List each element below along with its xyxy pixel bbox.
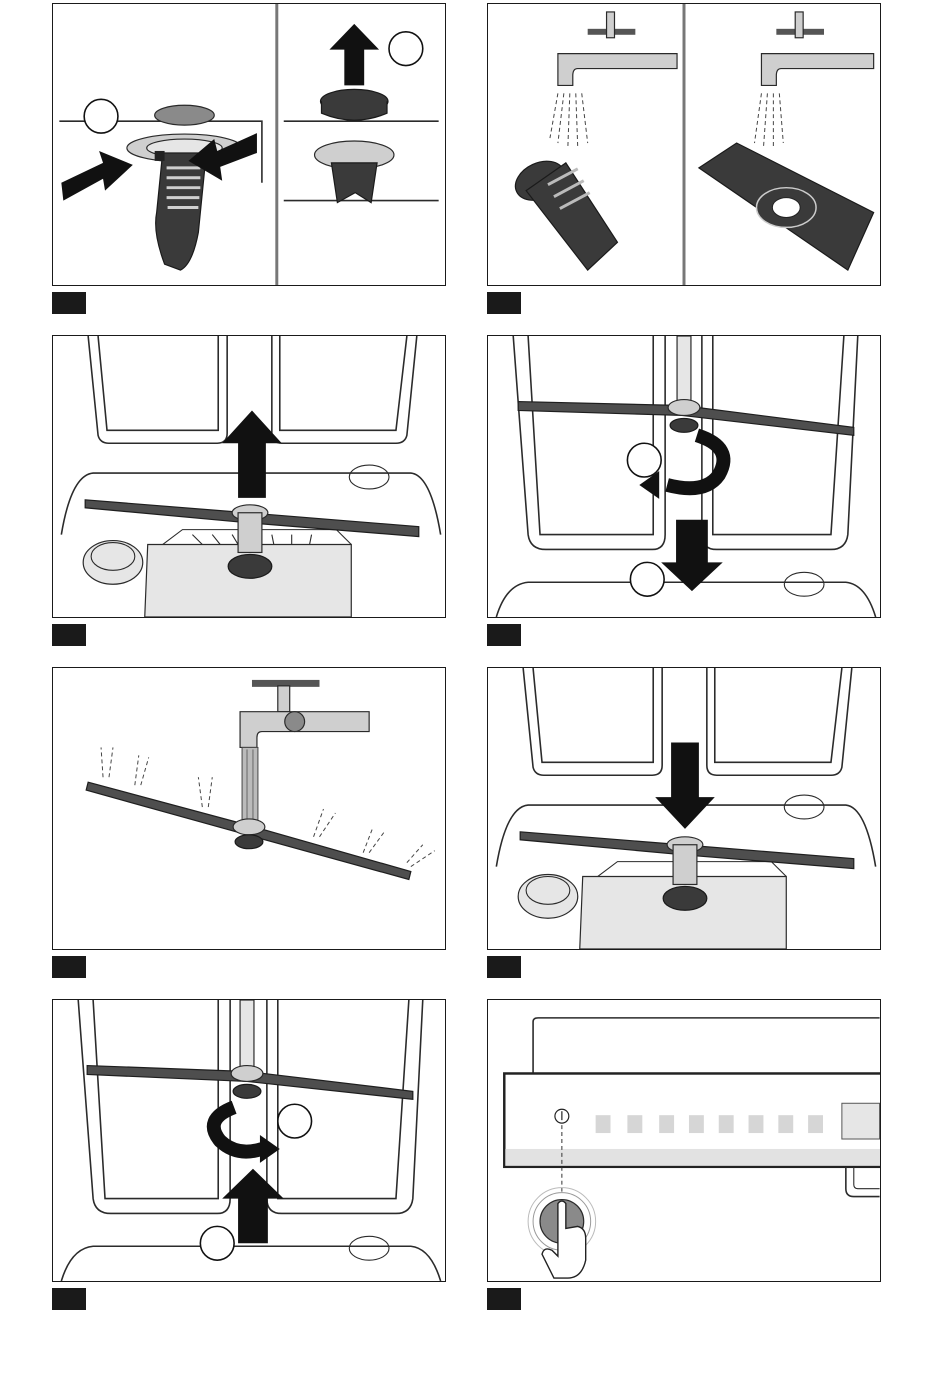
callout-circle-icon <box>84 99 118 133</box>
step-badge-4 <box>487 624 521 646</box>
filter-top-ring <box>155 105 215 125</box>
tub-wall-right <box>707 668 852 775</box>
figure-step-5 <box>52 667 446 950</box>
up-arrow-icon <box>222 410 282 497</box>
salt-container-cap <box>83 541 143 585</box>
water-spray-icon <box>754 93 783 148</box>
rinse-spray-arm-illustration <box>53 668 445 949</box>
rinse-filter-illustration <box>488 4 880 285</box>
rotate-arrow-icon <box>214 1107 262 1151</box>
tub-wall-left <box>88 336 227 443</box>
step-badge-6 <box>487 956 521 978</box>
tub-wall-right <box>702 336 858 549</box>
tub-wall-left <box>523 668 662 775</box>
tap-icon <box>240 680 369 748</box>
water-stream <box>242 747 258 824</box>
tap-icon <box>761 12 873 85</box>
figure-step-4 <box>487 335 881 618</box>
lift-spray-arm-illustration <box>53 336 445 617</box>
figure-step-7 <box>52 999 446 1282</box>
squeeze-arrow-left-icon <box>61 151 132 201</box>
figure-step-3 <box>52 335 446 618</box>
step-badge-5 <box>52 956 86 978</box>
rotate-arrow-icon <box>667 435 723 488</box>
step-badge-1 <box>52 292 86 314</box>
step-badge-7 <box>52 1288 86 1310</box>
callout-circle-icon <box>200 1226 234 1260</box>
fine-filter-mesh <box>331 163 377 203</box>
step-badge-8 <box>487 1288 521 1310</box>
refit-lower-arm-illustration <box>488 668 880 949</box>
filter-cylinder <box>156 153 207 270</box>
filter-socket <box>228 554 272 578</box>
water-spray-icon <box>550 93 588 148</box>
figure-step-1 <box>52 3 446 286</box>
step-badge-2 <box>487 292 521 314</box>
salt-container-cap <box>518 875 578 919</box>
tub-wall-left <box>78 1000 230 1213</box>
figure-step-8 <box>487 999 881 1282</box>
filter-removal-illustration <box>53 4 445 285</box>
door-top <box>533 1018 880 1075</box>
display <box>842 1103 880 1139</box>
water-pipe <box>677 336 691 406</box>
power-button-illustration <box>488 1000 880 1281</box>
spray-arm-nut <box>670 418 698 432</box>
callout-circle-icon <box>630 562 664 596</box>
callout-circle-icon <box>627 443 661 477</box>
unscrew-upper-arm-illustration <box>488 336 880 617</box>
spray-arm-nut <box>233 1084 261 1098</box>
callout-circle-icon <box>278 1104 312 1138</box>
refit-upper-arm-illustration <box>53 1000 445 1281</box>
figure-step-6 <box>487 667 881 950</box>
lift-up-arrow-icon <box>329 24 379 86</box>
down-arrow-icon <box>655 742 715 828</box>
tap-icon <box>558 12 677 85</box>
figure-step-2 <box>487 3 881 286</box>
step-badge-3 <box>52 624 86 646</box>
up-arrow-icon <box>222 1169 284 1243</box>
filter-socket <box>663 886 707 910</box>
callout-circle-icon <box>389 32 423 66</box>
tub-wall-right <box>272 336 417 443</box>
water-pipe <box>240 1000 254 1070</box>
